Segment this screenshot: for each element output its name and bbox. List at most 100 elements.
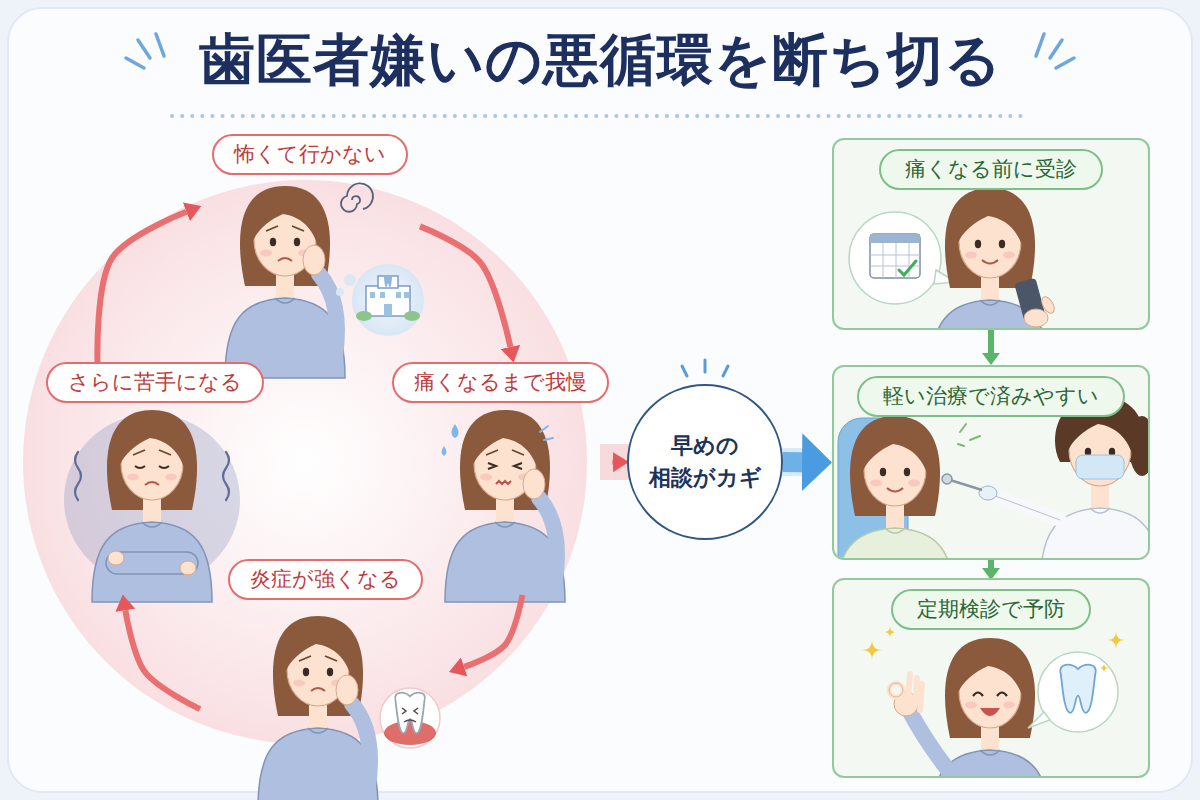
- sparkle: [884, 626, 896, 638]
- blush: [127, 474, 139, 481]
- bush: [404, 311, 420, 321]
- bangs: [862, 428, 929, 476]
- mouth: [278, 258, 292, 261]
- mouth: [145, 482, 159, 485]
- brow: [133, 450, 145, 455]
- person-figure: [445, 410, 565, 602]
- key-text: 早めの 相談がカギ: [641, 430, 769, 494]
- person-figure: [258, 616, 378, 800]
- hair: [240, 186, 330, 286]
- eye: [904, 468, 910, 476]
- hand: [303, 245, 325, 275]
- collar: [1090, 508, 1110, 513]
- blush: [165, 474, 177, 481]
- step-label: さらに苦手になる: [46, 362, 264, 403]
- eye: [514, 463, 522, 469]
- solution-panel: 定期検診で予防: [832, 578, 1150, 778]
- shirt: [92, 522, 212, 602]
- blush: [260, 250, 272, 257]
- person-figure: [225, 186, 345, 378]
- hair: [850, 416, 940, 516]
- cycle-background: [23, 180, 587, 744]
- sparkle: [1107, 631, 1125, 649]
- hand: [180, 561, 196, 575]
- calendar-icon: [870, 234, 920, 278]
- collar: [275, 298, 295, 303]
- hair: [460, 410, 550, 510]
- arm: [319, 274, 337, 356]
- speech-bubble: [849, 212, 941, 304]
- brow: [292, 226, 304, 231]
- glove: [979, 486, 997, 500]
- hair: [273, 616, 363, 716]
- tooth-icon: [384, 276, 392, 287]
- brow: [159, 450, 171, 455]
- person-figure: [835, 416, 955, 560]
- window: [396, 292, 401, 298]
- hand: [1024, 309, 1048, 327]
- person-figure: [92, 410, 212, 602]
- arm: [990, 494, 1060, 520]
- clinic-building: [366, 286, 410, 316]
- cycle-arrow: [97, 212, 186, 362]
- hair: [945, 638, 1035, 738]
- mouth: [982, 260, 998, 264]
- title-accent: [1036, 34, 1074, 68]
- solution-panel: 痛くなる前に受診: [832, 138, 1150, 330]
- cycle-arrow: [125, 610, 200, 709]
- ok-sign: [889, 683, 903, 697]
- hair: [107, 410, 197, 510]
- gloom-lines: [75, 452, 229, 500]
- blush: [870, 480, 882, 487]
- arm: [910, 712, 948, 770]
- key-circle: 早めの 相談がカギ: [627, 384, 783, 540]
- collar: [980, 300, 1000, 305]
- panel-heading: 定期検診で予防: [891, 589, 1091, 630]
- arm-outline: [990, 494, 1060, 520]
- hair: [945, 188, 1035, 288]
- bangs: [957, 200, 1024, 248]
- panel-heading: 痛くなる前に受診: [879, 149, 1103, 190]
- person-figure: [1040, 396, 1150, 560]
- collar: [980, 750, 1000, 755]
- calendar-grid: [870, 243, 920, 278]
- title-accent: [126, 34, 164, 68]
- thought-dot: [336, 288, 344, 296]
- brow: [512, 450, 524, 455]
- eye: [975, 240, 981, 248]
- panel-heading: 軽い治療で済みやすい: [857, 376, 1125, 417]
- arm: [352, 704, 370, 786]
- sweat-drop: [452, 424, 459, 438]
- finger: [1039, 295, 1057, 316]
- cycle-step: 炎症が強くなる: [200, 559, 450, 790]
- finger: [920, 684, 922, 710]
- window: [370, 292, 375, 298]
- eye: [999, 240, 1005, 248]
- step-arrow: [988, 330, 994, 353]
- brow: [486, 450, 498, 455]
- dotted-rule: [172, 114, 1030, 118]
- mask: [1076, 455, 1124, 479]
- eye: [159, 466, 169, 468]
- calendar-header: [870, 234, 920, 243]
- blush: [1003, 252, 1015, 259]
- sparkle-lines: [958, 424, 980, 446]
- mouth: [887, 488, 903, 492]
- collar: [885, 528, 905, 533]
- window: [404, 292, 409, 298]
- cycle-step: 怖くて行かない: [200, 134, 420, 365]
- sweat-drop: [442, 446, 447, 456]
- eye: [303, 668, 309, 676]
- finger: [908, 674, 910, 700]
- cycle-step: さらに苦手になる: [40, 362, 270, 595]
- mouth: [496, 481, 511, 484]
- step-label: 怖くて行かない: [212, 134, 408, 175]
- blush: [480, 474, 492, 481]
- break-arrow: [610, 460, 616, 465]
- speech-tail: [1028, 712, 1050, 728]
- cycle-arrow: [464, 595, 522, 667]
- eye: [973, 693, 983, 697]
- ok-sign: [889, 683, 903, 697]
- dental-mirror: [950, 480, 982, 490]
